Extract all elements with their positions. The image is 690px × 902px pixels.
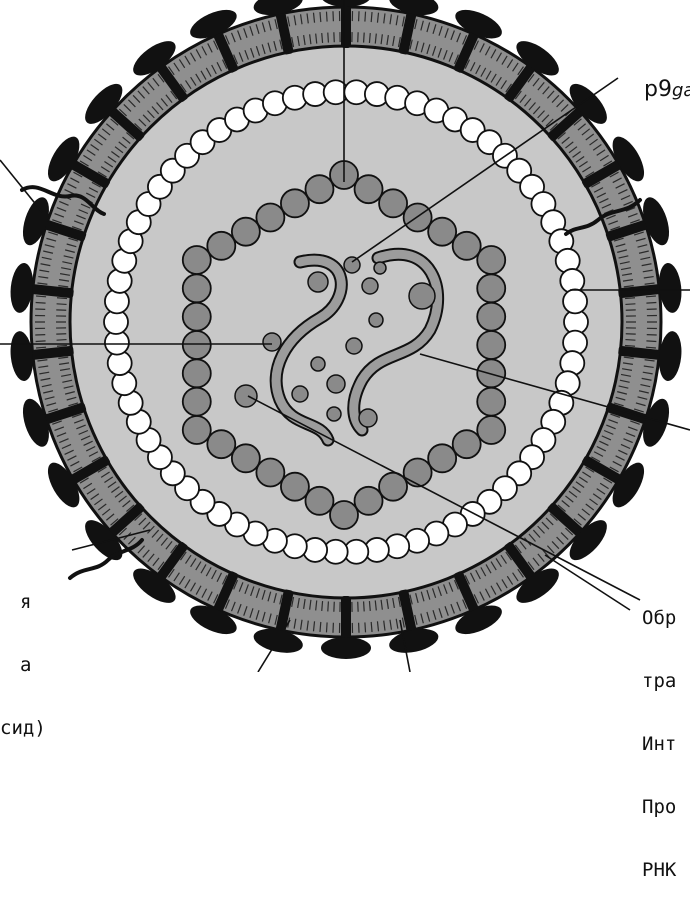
- capsid-bead: [256, 204, 284, 232]
- enzyme-particle-icon: [369, 313, 383, 327]
- capsid-bead: [183, 303, 211, 331]
- capsid-bead: [183, 246, 211, 274]
- capsid-bead: [355, 487, 383, 515]
- bottom-right-line-4: Про: [642, 797, 676, 818]
- enzyme-particle-icon: [235, 385, 257, 407]
- capsid-bead: [379, 189, 407, 217]
- capsid-bead: [183, 416, 211, 444]
- enzyme-particle-icon: [362, 278, 378, 294]
- protein-label: p9ga: [630, 58, 690, 101]
- capsid-bead: [477, 331, 505, 359]
- capsid-bead: [453, 232, 481, 260]
- enzyme-particle-icon: [292, 386, 308, 402]
- capsid-bead: [477, 303, 505, 331]
- capsid-bead: [453, 430, 481, 458]
- capsid-bead: [207, 232, 235, 260]
- capsid-bead: [256, 459, 284, 487]
- bottom-right-line-3: Инт: [642, 734, 676, 755]
- capsid-bead: [305, 487, 333, 515]
- bottom-left-label: я а сид): [0, 550, 46, 760]
- protein-label-suffix: ga: [672, 80, 690, 101]
- capsid-bead: [428, 218, 456, 246]
- capsid-bead: [477, 246, 505, 274]
- capsid-bead: [428, 444, 456, 472]
- enzyme-particle-icon: [374, 262, 386, 274]
- capsid-bead: [281, 473, 309, 501]
- bottom-left-line-1: я: [0, 592, 46, 613]
- bottom-left-line-3: сид): [0, 718, 46, 739]
- enzyme-particle-icon: [308, 272, 328, 292]
- enzyme-particle-icon: [344, 257, 360, 273]
- capsid-bead: [281, 189, 309, 217]
- capsid-bead: [355, 175, 383, 203]
- capsid-bead: [305, 175, 333, 203]
- capsid-bead: [183, 388, 211, 416]
- capsid-bead: [477, 416, 505, 444]
- capsid-bead: [477, 388, 505, 416]
- enzyme-particle-icon: [311, 357, 325, 371]
- capsid-bead: [183, 331, 211, 359]
- enzyme-particle-icon: [346, 338, 362, 354]
- protein-label-main: p9: [644, 77, 672, 102]
- enzyme-particle-icon: [359, 409, 377, 427]
- capsid-bead: [232, 218, 260, 246]
- capsid-bead: [404, 459, 432, 487]
- capsid-bead: [183, 359, 211, 387]
- enzyme-particle-icon: [327, 375, 345, 393]
- virion-diagram: [0, 0, 690, 672]
- capsid-bead: [232, 444, 260, 472]
- matrix-bead: [563, 289, 587, 313]
- bottom-right-line-5: РНК: [642, 860, 676, 881]
- bottom-right-line-1: Обр: [642, 608, 676, 629]
- capsid-bead: [183, 274, 211, 302]
- capsid-bead: [330, 501, 358, 529]
- enzyme-particle-icon: [263, 333, 281, 351]
- capsid-bead: [477, 274, 505, 302]
- enzyme-particle-icon: [409, 283, 435, 309]
- enzyme-particle-icon: [327, 407, 341, 421]
- capsid-bead: [207, 430, 235, 458]
- bottom-right-line-2: тра: [642, 671, 676, 692]
- bottom-left-line-2: а: [0, 655, 46, 676]
- bottom-right-label: Обр тра Инт Про РНК: [642, 566, 676, 902]
